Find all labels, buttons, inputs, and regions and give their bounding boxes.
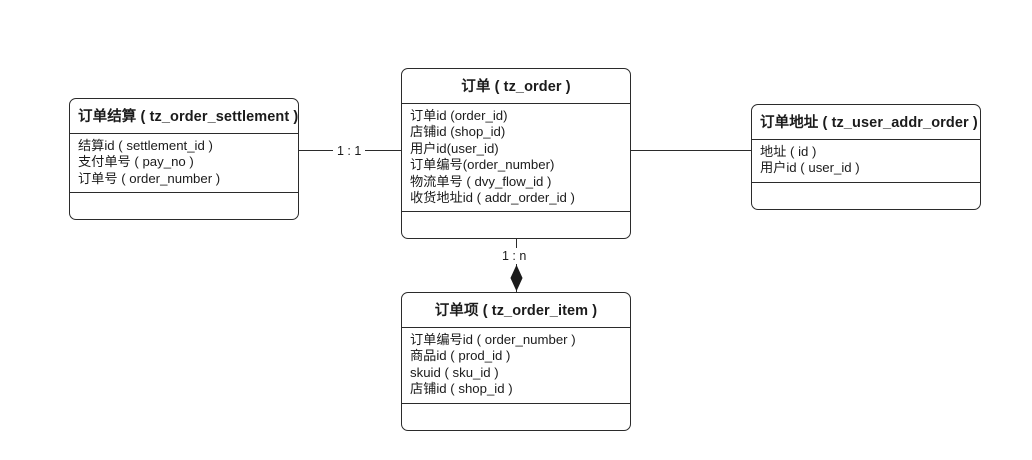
entity-attributes-user-addr-order: 地址 ( id ) 用户id ( user_id ) <box>752 140 980 183</box>
attribute-row: skuid ( sku_id ) <box>410 364 499 380</box>
entity-attributes-order-item: 订单编号id ( order_number ) 商品id ( prod_id )… <box>402 328 630 404</box>
entity-footer-user-addr-order <box>752 183 980 209</box>
edge-label-settlement-order: 1 : 1 <box>333 143 366 159</box>
attribute-row: 用户id ( user_id ) <box>760 160 860 176</box>
attribute-row: 店铺id (shop_id) <box>410 124 506 140</box>
attribute-row: 结算id ( settlement_id ) <box>78 138 213 153</box>
attribute-row: 地址 ( id ) <box>760 144 817 159</box>
entity-title-user-addr-order: 订单地址 ( tz_user_addr_order ) <box>752 105 980 140</box>
entity-user-addr-order[interactable]: 订单地址 ( tz_user_addr_order ) 地址 ( id ) 用户… <box>751 104 981 210</box>
entity-order-item[interactable]: 订单项 ( tz_order_item ) 订单编号id ( order_num… <box>401 292 631 431</box>
attribute-row: 订单编号(order_number) <box>410 157 555 173</box>
crowfoot-diamond-marker <box>510 265 523 291</box>
attribute-row: 订单id (order_id) <box>410 108 508 123</box>
entity-order-settlement[interactable]: 订单结算 ( tz_order_settlement ) 结算id ( sett… <box>69 98 299 221</box>
edge-order-addr <box>631 150 751 151</box>
entity-footer-order-settlement <box>70 193 298 219</box>
attribute-row: 用户id(user_id) <box>410 140 499 156</box>
entity-attributes-order-settlement: 结算id ( settlement_id ) 支付单号 ( pay_no ) 订… <box>70 134 298 194</box>
attribute-row: 收货地址id ( addr_order_id ) <box>410 190 575 206</box>
attribute-row: 商品id ( prod_id ) <box>410 348 511 364</box>
attribute-row: 订单编号id ( order_number ) <box>410 332 576 347</box>
entity-title-order-item: 订单项 ( tz_order_item ) <box>402 293 630 328</box>
entity-attributes-order: 订单id (order_id) 店铺id (shop_id) 用户id(user… <box>402 104 630 213</box>
attribute-row: 订单号 ( order_number ) <box>78 170 221 186</box>
attribute-row: 支付单号 ( pay_no ) <box>78 154 194 170</box>
attribute-row: 店铺id ( shop_id ) <box>410 381 513 397</box>
entity-title-order-settlement: 订单结算 ( tz_order_settlement ) <box>70 99 298 134</box>
entity-title-order: 订单 ( tz_order ) <box>402 69 630 104</box>
entity-footer-order <box>402 212 630 238</box>
entity-footer-order-item <box>402 404 630 430</box>
attribute-row: 物流单号 ( dvy_flow_id ) <box>410 173 552 189</box>
entity-order[interactable]: 订单 ( tz_order ) 订单id (order_id) 店铺id (sh… <box>401 68 631 240</box>
edge-label-order-item: 1 : n <box>498 248 531 264</box>
